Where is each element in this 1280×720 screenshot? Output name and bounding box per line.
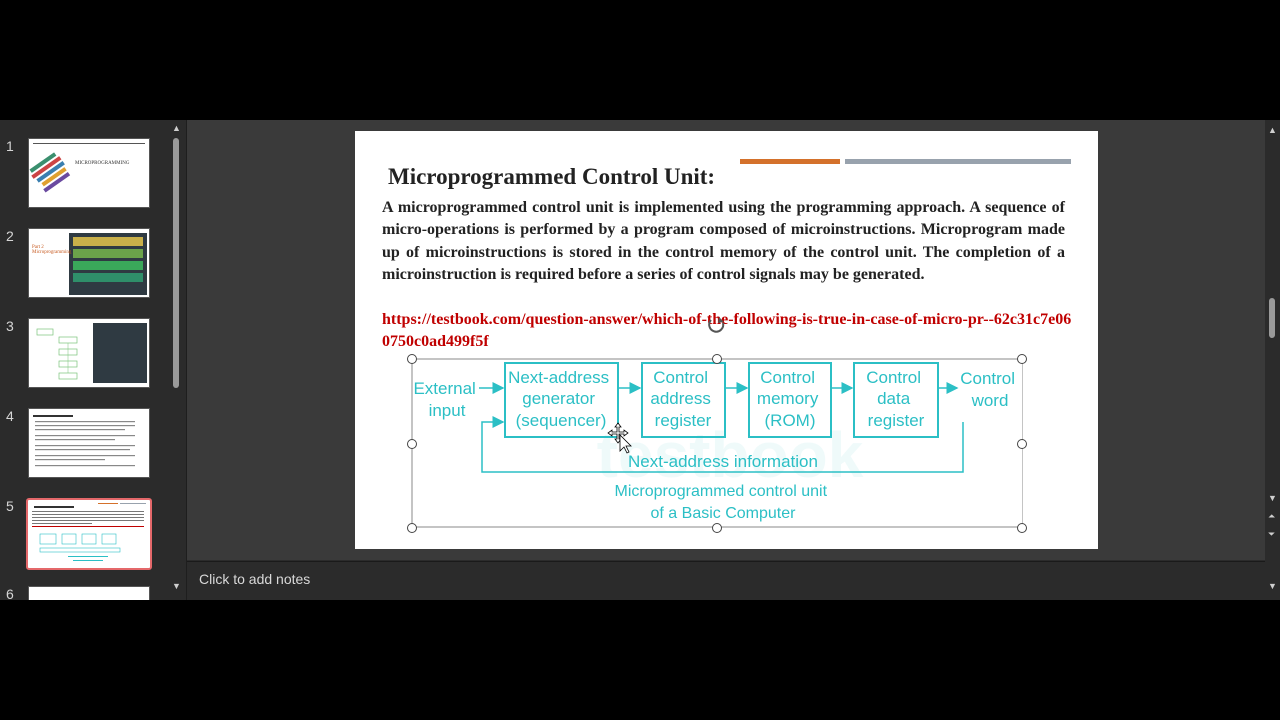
slide[interactable]: Microprogrammed Control Unit: A micropro… xyxy=(355,131,1098,549)
thumbnail-slide-5[interactable]: 5 xyxy=(0,498,170,570)
control-unit-diagram[interactable]: testbook External input xyxy=(410,357,1023,529)
thumbnail-slide-3[interactable]: 3 xyxy=(0,318,170,388)
next-address-generator-label: Next-address generator (sequencer) xyxy=(508,368,614,430)
thumbnail-scrollbar[interactable]: ▲ ▼ xyxy=(171,124,181,594)
slide-thumbnail[interactable]: MICROPROGRAMMING xyxy=(28,138,150,208)
next-slide-icon[interactable]: ⏷ xyxy=(1268,529,1276,539)
control-memory-label: Control memory (ROM) xyxy=(757,368,823,430)
thumbnail-art xyxy=(32,503,146,561)
control-data-register-label: Control data register xyxy=(866,368,926,430)
thumbnail-title: Part 2 Microprogramming xyxy=(32,245,72,255)
control-address-register-block xyxy=(641,362,726,438)
scrollbar-thumb[interactable] xyxy=(1269,298,1275,338)
thumbnail-slide-4[interactable]: 4 xyxy=(0,408,170,478)
selection-handles[interactable] xyxy=(355,131,1098,549)
control-memory-block xyxy=(748,362,832,438)
control-data-register-block xyxy=(853,362,939,438)
slide-number: 4 xyxy=(6,408,14,424)
scroll-up-arrow-icon[interactable]: ▲ xyxy=(1268,125,1277,135)
resize-handle[interactable] xyxy=(1017,523,1027,533)
diagram-caption: Microprogrammed control unit of a Basic … xyxy=(615,483,832,522)
control-address-register-label: Control address register xyxy=(650,368,715,430)
accent-bar-orange xyxy=(740,159,840,164)
slide-thumbnail[interactable] xyxy=(28,408,150,478)
scroll-down-arrow-icon[interactable]: ▼ xyxy=(172,581,181,591)
slide-number: 5 xyxy=(6,498,14,514)
resize-handle[interactable] xyxy=(407,354,417,364)
resize-handle[interactable] xyxy=(712,523,722,533)
slide-number: 6 xyxy=(6,586,14,600)
slide-thumbnail[interactable] xyxy=(28,318,150,388)
slide-thumbnail[interactable]: Part 2 Microprogramming xyxy=(28,228,150,298)
accent-bar-gray xyxy=(845,159,1071,164)
notes-placeholder[interactable]: Click to add notes xyxy=(199,571,311,587)
thumbnail-art xyxy=(33,415,135,467)
slide-scrollbar[interactable]: ▲ ▼ ⏶ ⏷ ▼ xyxy=(1266,124,1278,600)
thumbnail-art xyxy=(69,233,147,295)
scroll-up-arrow-icon[interactable]: ▲ xyxy=(172,123,181,133)
resize-handle[interactable] xyxy=(1017,439,1027,449)
scrollbar-thumb[interactable] xyxy=(173,138,179,388)
move-cursor-icon xyxy=(607,422,632,454)
next-address-generator-block xyxy=(504,362,619,438)
resize-handle[interactable] xyxy=(407,523,417,533)
slide-thumbnail-selected[interactable] xyxy=(26,498,152,570)
rotate-handle-icon[interactable] xyxy=(708,317,725,333)
control-word-label: Control word xyxy=(960,369,1020,410)
thumbnail-title: MICROPROGRAMMING xyxy=(75,161,130,166)
slide-number: 3 xyxy=(6,318,14,334)
thumbnail-slide-6[interactable]: 6 xyxy=(0,586,170,600)
resize-handle[interactable] xyxy=(1017,354,1027,364)
scroll-down-arrow-icon[interactable]: ▼ xyxy=(1268,581,1277,591)
thumbnail-art xyxy=(36,323,147,383)
slide-editing-canvas: Microprogrammed Control Unit: A micropro… xyxy=(187,120,1265,560)
feedback-label: Next-address information xyxy=(628,452,818,471)
thumbnail-slide-2[interactable]: 2 Part 2 Microprogramming xyxy=(0,228,170,298)
slide-body-text[interactable]: A microprogrammed control unit is implem… xyxy=(382,199,1065,283)
notes-pane[interactable]: Click to add notes xyxy=(187,561,1265,600)
powerpoint-editor: 1 MICROPROGRAMMING 2 xyxy=(0,120,1280,600)
resize-handle[interactable] xyxy=(407,439,417,449)
previous-slide-icon[interactable]: ⏶ xyxy=(1268,511,1276,521)
slide-number: 2 xyxy=(6,228,14,244)
slide-thumbnail-pane: 1 MICROPROGRAMMING 2 xyxy=(0,120,187,600)
scroll-down-arrow-icon[interactable]: ▼ xyxy=(1268,493,1277,503)
slide-thumbnail[interactable] xyxy=(28,586,150,600)
slide-title[interactable]: Microprogrammed Control Unit: xyxy=(388,164,716,189)
feedback-loop xyxy=(481,416,964,473)
thumbnail-slide-1[interactable]: 1 MICROPROGRAMMING xyxy=(0,138,170,208)
external-input-label: External input xyxy=(413,379,480,420)
slide-hyperlink[interactable]: https://testbook.com/question-answer/whi… xyxy=(382,311,1072,350)
resize-handle[interactable] xyxy=(712,354,722,364)
thumbnail-art xyxy=(29,143,145,193)
slide-number: 1 xyxy=(6,138,14,154)
